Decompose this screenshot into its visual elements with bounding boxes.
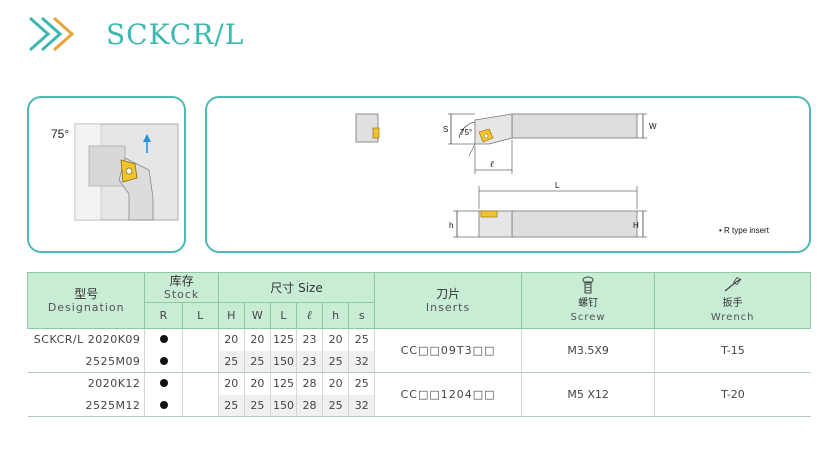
dimension-diagram: S 75° W ℓ L h H • R type insert bbox=[205, 96, 811, 253]
sub-W: W bbox=[243, 302, 271, 329]
stock-dot bbox=[159, 379, 168, 388]
designation-cn: 型号 bbox=[74, 286, 99, 301]
holder-top-view-drawing: 75° bbox=[51, 123, 179, 221]
designation-header: 型号 Designation bbox=[26, 272, 146, 329]
screw-header: 螺钉 Screw bbox=[520, 272, 656, 329]
wrench-en: Wrench bbox=[710, 312, 755, 323]
dim-H-label: H bbox=[633, 221, 639, 230]
stock-cn: 库存 bbox=[169, 273, 194, 288]
screw-cell: M5 X12 bbox=[520, 372, 655, 417]
sub-R: R bbox=[144, 302, 183, 329]
size-h-cell: 20 bbox=[322, 372, 349, 395]
size-l-cell: 23 bbox=[295, 328, 323, 351]
inserts-cell: CC□□09T3□□ bbox=[374, 328, 522, 373]
designation-cell: 2020K12 bbox=[87, 377, 141, 391]
table-row: 2020K12 20 20 125 28 20 25 CC□□1204□□ M5… bbox=[28, 372, 811, 417]
size-W-cell: 25 bbox=[243, 350, 271, 373]
size-l-cell: 23 bbox=[295, 350, 323, 373]
stock-r-cell bbox=[144, 394, 183, 417]
table-row: 2525M09 25 25 150 23 25 32 bbox=[27, 350, 811, 373]
stock-dot bbox=[159, 356, 168, 365]
page-title: SCKCR/L bbox=[106, 17, 245, 51]
size-header: 尺寸 Size bbox=[217, 272, 376, 303]
wrench-icon bbox=[724, 276, 741, 292]
table-row: SCKCR/L 2020K09 20 20 125 23 20 25 CC□□0… bbox=[28, 328, 811, 373]
designation-cell: SCKCR/L 2020K09 bbox=[33, 333, 141, 347]
double-chevron-icon bbox=[29, 16, 75, 52]
size-L-cell: 150 bbox=[269, 394, 297, 417]
stock-header: 库存 Stock bbox=[144, 272, 219, 303]
sub-Lbig: L bbox=[269, 302, 298, 329]
size-s-cell: 25 bbox=[348, 328, 375, 351]
size-h-cell: 20 bbox=[322, 328, 349, 351]
size-W-cell: 20 bbox=[243, 372, 271, 395]
table-row: 2525M12 25 25 150 28 25 32 bbox=[27, 394, 811, 417]
inserts-en: Inserts bbox=[425, 300, 471, 314]
screw-cn: 螺钉 bbox=[578, 298, 599, 309]
dim-h-label: h bbox=[449, 221, 453, 230]
size-L-cell: 125 bbox=[269, 328, 297, 351]
dim-w-label: W bbox=[649, 122, 657, 131]
stock-l-cell bbox=[181, 372, 219, 395]
sub-h: h bbox=[322, 302, 350, 329]
stock-en: Stock bbox=[163, 287, 200, 301]
wrench-cell: T-20 bbox=[654, 372, 811, 417]
size-h-cell: 25 bbox=[322, 394, 349, 417]
inserts-cell: CC□□1204□□ bbox=[374, 372, 522, 417]
size-H-cell: 20 bbox=[217, 328, 245, 351]
inserts-cn: 刀片 bbox=[436, 286, 461, 301]
sub-H: H bbox=[217, 302, 245, 329]
size-H-cell: 25 bbox=[217, 350, 245, 373]
designation-cell: 2525M12 bbox=[27, 394, 145, 417]
dim-l-small-label: ℓ bbox=[490, 159, 494, 169]
wrench-cell: T-15 bbox=[654, 328, 811, 373]
holder-dimension-drawing: S 75° W ℓ L h H bbox=[355, 113, 657, 238]
sub-L: L bbox=[181, 302, 219, 329]
screw-cell: M3.5X9 bbox=[520, 328, 655, 373]
size-H-cell: 25 bbox=[217, 394, 245, 417]
r-type-note: • R type insert bbox=[719, 226, 769, 235]
stock-r-cell bbox=[144, 350, 183, 373]
designation-cell: 2525M09 bbox=[27, 350, 145, 373]
size-H-cell: 20 bbox=[217, 372, 245, 395]
title-row: SCKCR/L bbox=[28, 10, 244, 58]
size-l-cell: 28 bbox=[295, 394, 323, 417]
size-l-cell: 28 bbox=[295, 372, 323, 395]
stock-l-cell bbox=[181, 350, 219, 373]
dim-L-label: L bbox=[555, 181, 560, 190]
size-L-cell: 150 bbox=[269, 350, 297, 373]
size-s-cell: 32 bbox=[348, 394, 375, 417]
insert-angle-diagram: 75° bbox=[27, 96, 186, 253]
stock-dot bbox=[159, 335, 168, 344]
size-W-cell: 20 bbox=[243, 328, 271, 351]
angle-right-label: 75° bbox=[460, 128, 472, 137]
size-label: 尺寸 Size bbox=[270, 280, 323, 295]
designation-en: Designation bbox=[47, 300, 125, 314]
size-h-cell: 25 bbox=[322, 350, 349, 373]
stock-r-cell bbox=[144, 328, 183, 351]
stock-l-cell bbox=[181, 394, 219, 417]
angle-label: 75° bbox=[51, 127, 69, 141]
size-s-cell: 25 bbox=[348, 372, 375, 395]
wrench-cn: 扳手 bbox=[722, 298, 743, 309]
sub-l: ℓ bbox=[295, 302, 324, 329]
size-W-cell: 25 bbox=[243, 394, 271, 417]
screw-en: Screw bbox=[570, 312, 606, 323]
dim-s-label: S bbox=[443, 125, 448, 134]
stock-l-cell bbox=[181, 328, 219, 351]
screw-icon bbox=[582, 276, 594, 294]
size-s-cell: 32 bbox=[348, 350, 375, 373]
size-L-cell: 125 bbox=[269, 372, 297, 395]
stock-r-cell bbox=[144, 372, 183, 395]
inserts-header: 刀片 Inserts bbox=[374, 272, 522, 329]
stock-dot bbox=[159, 400, 168, 409]
wrench-header: 扳手 Wrench bbox=[654, 272, 811, 329]
spec-table: 型号 Designation 库存 Stock 尺寸 Size 刀片 Inser… bbox=[26, 272, 811, 417]
sub-s: s bbox=[348, 302, 376, 329]
